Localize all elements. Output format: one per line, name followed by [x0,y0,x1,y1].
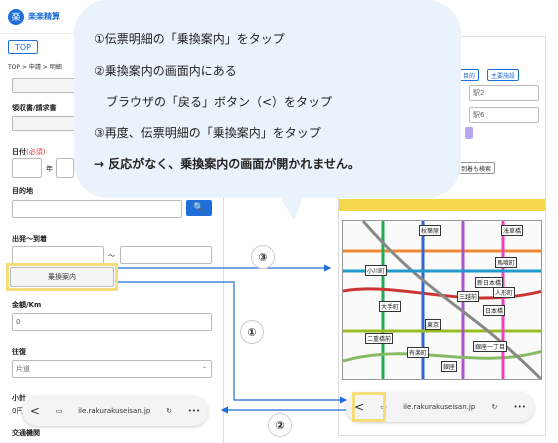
app-name: 楽楽精算 [28,12,60,21]
destination-input[interactable] [12,200,182,218]
page-icon: ▭ [55,407,63,415]
station-shin-nihonbashi[interactable]: 新日本橋 [475,277,504,288]
tab-destination[interactable]: 目的 [459,69,480,81]
step-3-marker: ③ [251,245,275,269]
instruction-line-2: ②乗換案内の画面内にある [94,64,237,78]
right-browser-bar: < ▭ ile.rakurakuseisan.jp ↻ ••• [346,392,534,422]
station-ningyocho[interactable]: 人形町 [493,287,516,298]
station-nijubashimae[interactable]: 二重橋前 [365,333,394,344]
instruction-line-5: → 反応がなく、乗換案内の画面が開かれません。 [94,157,360,171]
station-asakusabashi[interactable]: 浅草橋 [501,225,524,236]
bubble-tail [276,190,306,220]
instruction-line-1: ①伝票明細の「乗換案内」をタップ [94,32,285,46]
date-label: 日付(必須) [12,147,45,157]
route-lines [343,221,541,379]
station-bakurocho[interactable]: 馬喰町 [495,257,518,268]
station-ogawamachi[interactable]: 小川町 [365,265,388,276]
top-button[interactable]: TOP [8,40,38,54]
back-icon[interactable]: < [29,404,40,418]
select-arrow-icon: ⌃ [201,365,207,373]
trip-label: 往復 [12,348,26,356]
year-input[interactable] [12,158,42,178]
reload-icon[interactable]: ↻ [166,407,172,415]
route-map[interactable]: 秋葉原 浅草橋 小川町 新日本橋 人形町 大手町 東京 二重橋前 有楽町 銀座 … [342,220,542,380]
instruction-line-4: ③再度、伝票明細の「乗換案内」をタップ [94,126,321,140]
station-ginza-itchome[interactable]: 銀座一丁目 [473,341,508,352]
year-unit: 年 [46,165,53,173]
search-button[interactable]: 🔍 [186,200,212,216]
station-tokyo[interactable]: 東京 [425,319,442,330]
station-mitsukoshimae[interactable]: 三越前 [457,291,480,302]
date-label-text: 日付 [12,148,26,156]
station-field-1[interactable]: 駅2 [469,85,539,101]
step-1-marker: ① [240,320,264,344]
station-nihonbashi[interactable]: 日本橋 [483,305,506,316]
reload-icon[interactable]: ↻ [491,403,498,411]
step-2-marker: ② [268,413,292,437]
subtotal-label: 小計 [12,394,26,402]
highlight-transfer-button [6,263,118,291]
more-icon[interactable]: ••• [513,403,526,411]
transfer-guide-button[interactable]: 乗換案内 [10,267,114,287]
instruction-line-3: ブラウザの「戻る」ボタン（<）をタップ [94,95,333,109]
more-icon[interactable]: ••• [187,407,201,415]
to-input[interactable] [120,246,212,264]
tilde: ～ [108,252,115,260]
left-browser-bar: < ▭ ile.rakurakuseisan.jp ↻ ••• [22,396,208,426]
station-yurakucho[interactable]: 有楽町 [407,347,430,358]
station-akihabara[interactable]: 秋葉原 [419,225,442,236]
amount-input[interactable]: 0 [12,313,212,331]
search-icon: 🔍 [193,203,205,213]
app-logo-icon: 楽 [8,8,24,25]
station-otemachi[interactable]: 大手町 [379,301,402,312]
trip-select-value: 片道 [16,365,30,373]
amount-label: 金額/Km [12,301,42,309]
option-toggle[interactable] [465,127,473,139]
station-field-2[interactable]: 駅6 [469,107,539,123]
subtotal-value: 0円 [12,407,24,415]
highlight-back-button [352,392,386,422]
from-to-label: 出発～到着 [12,235,47,243]
trip-select[interactable]: 片道 ⌃ [12,360,212,378]
transport-label: 交通機関 [12,429,40,437]
claim-label: 領収書/請求書 [12,104,57,112]
arrival-search-button[interactable]: 到着も検索 [457,162,496,174]
destination-label: 目的地 [12,187,33,195]
station-ginza[interactable]: 銀座 [441,361,458,372]
url-text[interactable]: ile.rakurakuseisan.jp [403,403,476,411]
instruction-bubble [74,0,461,220]
month-input[interactable] [56,158,74,178]
map-header-bar [339,199,545,211]
back-icon[interactable]: < [354,400,365,414]
tab-facilities[interactable]: 主要施設 [487,69,520,81]
required-mark: (必須) [26,148,46,156]
breadcrumb: TOP > 申請 > 明細 [8,64,62,71]
url-text[interactable]: ile.rakurakuseisan.jp [78,407,151,415]
from-input[interactable] [12,246,104,264]
